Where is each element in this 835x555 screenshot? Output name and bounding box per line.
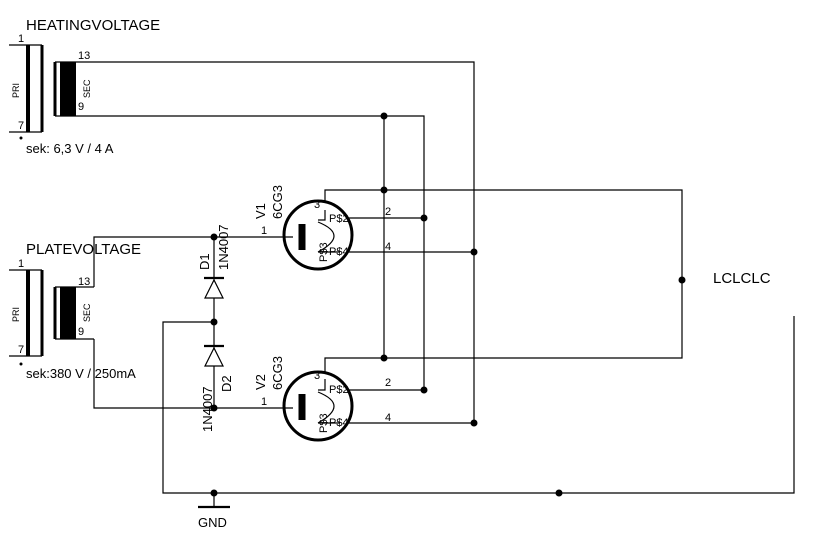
v2-pin-heater-a: 2 xyxy=(385,377,391,389)
pri-pin-top-heating: 1 xyxy=(18,33,24,45)
d2-part: 1N4007 xyxy=(200,386,215,432)
tube-v2 xyxy=(260,370,354,442)
pri-label-heating: PRI xyxy=(11,83,21,98)
v1-label-p3: P$3 xyxy=(318,242,330,262)
v1-label-p2: P$2 xyxy=(329,213,349,225)
heating-note: sek: 6,3 V / 4 A xyxy=(26,141,114,156)
junctions xyxy=(210,112,686,497)
sec-label-plate: SEC xyxy=(82,303,92,322)
sec-pin-bottom-heating: 9 xyxy=(78,101,84,113)
v1-ref: V1 xyxy=(253,203,268,219)
sec-pin-top-heating: 13 xyxy=(78,50,90,62)
v2-label-p3: P$3 xyxy=(318,413,330,433)
sec-label-heating: SEC xyxy=(82,79,92,98)
pri-label-plate: PRI xyxy=(11,307,21,322)
plate-transformer: 1 7 13 9 PRI SEC xyxy=(9,258,94,366)
v1-part: 6CG3 xyxy=(270,185,285,219)
d1-part: 1N4007 xyxy=(216,224,231,270)
v1-pin-cathode: 3 xyxy=(314,199,320,211)
v1-pin-grid: 1 xyxy=(261,225,267,237)
pri-pin-bottom-plate: 7 xyxy=(18,344,24,356)
v1-label-p4: P$4 xyxy=(329,246,349,258)
gnd-label: GND xyxy=(198,515,227,530)
pri-pin-bottom-heating: 7 xyxy=(18,120,24,132)
d2-ref: D2 xyxy=(219,375,234,392)
tube-v1 xyxy=(260,199,354,271)
plate-voltage-title: PLATEVOLTAGE xyxy=(26,241,141,258)
v2-part: 6CG3 xyxy=(270,356,285,390)
diode-d2 xyxy=(204,344,224,367)
d1-ref: D1 xyxy=(197,253,212,270)
v1-pin-heater-a: 2 xyxy=(385,206,391,218)
heating-voltage-title: HEATINGVOLTAGE xyxy=(26,17,160,34)
plate-note: sek:380 V / 250mA xyxy=(26,366,136,381)
v2-pin-grid: 1 xyxy=(261,396,267,408)
wiring xyxy=(93,61,795,509)
heating-transformer: 1 7 13 9 PRI SEC xyxy=(9,33,94,140)
v2-ref: V2 xyxy=(253,374,268,390)
diode-d1 xyxy=(204,276,224,299)
v2-pin-heater-b: 4 xyxy=(385,412,391,424)
sec-pin-bottom-plate: 9 xyxy=(78,326,84,338)
sec-pin-top-plate: 13 xyxy=(78,276,90,288)
lclclc-label: LCLCLC xyxy=(713,270,771,287)
v2-label-p2: P$2 xyxy=(329,384,349,396)
v1-pin-heater-b: 4 xyxy=(385,241,391,253)
v2-pin-cathode: 3 xyxy=(314,370,320,382)
pri-pin-top-plate: 1 xyxy=(18,258,24,270)
v2-label-p4: P$4 xyxy=(329,417,349,429)
